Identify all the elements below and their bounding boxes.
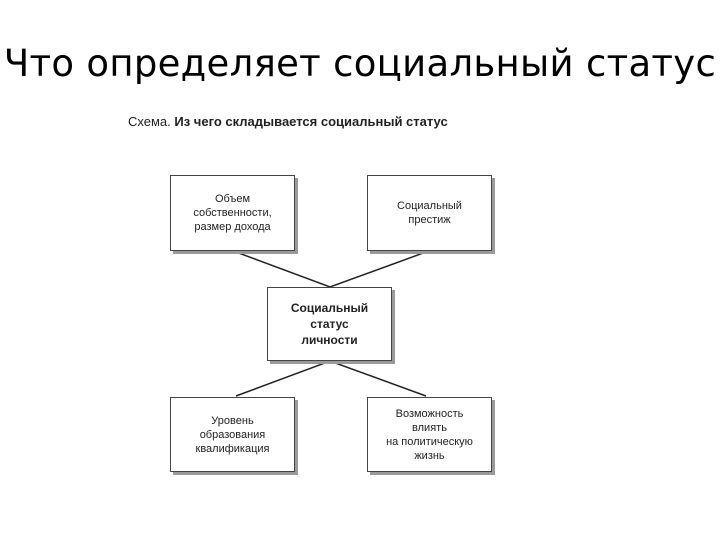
caption-title: Из чего складывается социальный статус	[174, 114, 448, 129]
caption-prefix: Схема.	[128, 114, 171, 129]
box-social-status: Социальный статус личности	[267, 287, 392, 361]
diagram-caption: Схема. Из чего складывается социальный с…	[128, 114, 448, 129]
top-connector	[235, 251, 427, 288]
box-education-level: Уровень образования квалификация	[170, 397, 295, 472]
slide-title: Что определяет социальный статус	[3, 42, 717, 85]
box-property-income: Объем собственности, размер дохода	[170, 175, 295, 251]
box-political-influence: Возможность влиять на политическую жизнь	[367, 397, 492, 472]
box-social-prestige: Социальный престиж	[367, 175, 492, 251]
bottom-connector	[235, 360, 427, 397]
